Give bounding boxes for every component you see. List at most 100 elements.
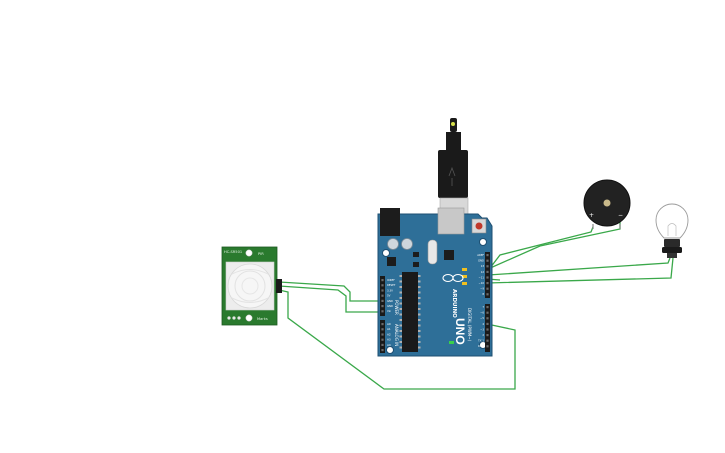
power-pin[interactable] xyxy=(381,299,384,302)
chip-pin-left xyxy=(399,341,402,343)
reset-button-icon xyxy=(475,222,483,230)
analog-pin[interactable] xyxy=(381,343,384,346)
chip-pin-left xyxy=(399,346,402,349)
arduino-brand-text: ARDUINO xyxy=(451,289,457,318)
analog-pin[interactable] xyxy=(381,333,384,336)
wire-bulb-b[interactable] xyxy=(486,257,674,284)
analog-pin-label: A1 xyxy=(387,327,391,331)
power-pin[interactable] xyxy=(381,294,384,297)
digital-pin[interactable] xyxy=(486,339,489,342)
power-pin-label: GND xyxy=(387,299,393,303)
analog-header xyxy=(380,320,385,353)
chip-pin-right xyxy=(418,319,421,321)
wires xyxy=(278,218,674,390)
analog-pin[interactable] xyxy=(381,328,384,331)
usb-port xyxy=(437,207,465,235)
analog-pin-label: A4 xyxy=(387,343,391,347)
power-pin[interactable] xyxy=(381,305,384,308)
digital-pin-label: TX 1 xyxy=(478,339,484,343)
cable-tip-icon xyxy=(451,122,455,126)
digital-header-lower xyxy=(485,304,490,352)
mount-hole xyxy=(479,238,487,246)
digital-pin[interactable] xyxy=(486,287,489,290)
voltage-regulator xyxy=(387,257,396,266)
digital-header-label: DIGITAL (PWM~) xyxy=(467,308,472,342)
chip-pin-left xyxy=(399,297,402,299)
mount-hole xyxy=(386,346,394,354)
digital-pin[interactable] xyxy=(486,322,489,325)
piezo-buzzer[interactable]: + − xyxy=(583,179,631,229)
wire-pir-vcc[interactable] xyxy=(278,281,378,302)
power-pin-label: Vin xyxy=(387,309,391,313)
pir-sensor[interactable]: HC-SR501 PIR Marks xyxy=(221,246,282,326)
chip-pin-left xyxy=(399,275,402,277)
led-tx xyxy=(462,275,467,278)
arduino-uno-board[interactable]: ARDUINO UNO POWER IOREFRESET3.3V5VGNDGND… xyxy=(377,207,493,357)
digital-pin[interactable] xyxy=(486,293,489,296)
wire-bulb-a[interactable] xyxy=(487,257,671,276)
wire-buzzer-minus[interactable] xyxy=(487,218,621,270)
digital-pin-label: GND xyxy=(478,259,484,263)
power-pin-label: 5V xyxy=(387,294,391,298)
chip-pin-left xyxy=(399,280,402,283)
digital-pin[interactable] xyxy=(486,345,489,348)
pir-potentiometer-icon xyxy=(245,314,253,322)
led-l xyxy=(462,268,467,271)
wire-pir-out[interactable] xyxy=(278,285,378,313)
pir-label-top-right: PIR xyxy=(258,252,264,256)
digital-pin-label: ~11 xyxy=(479,275,485,279)
light-bulb[interactable] xyxy=(655,203,689,258)
chip-pin-right xyxy=(418,330,421,332)
analog-header-label: ANALOG IN xyxy=(394,324,399,346)
digital-pin-label: RX 0 xyxy=(478,344,484,348)
usb-plug-housing xyxy=(438,150,468,198)
wire-buzzer-plus[interactable] xyxy=(486,226,594,273)
analog-pin[interactable] xyxy=(381,338,384,341)
analog-pin-label: A5 xyxy=(387,348,391,352)
analog-pin[interactable] xyxy=(381,349,384,352)
digital-pin[interactable] xyxy=(486,270,489,273)
analog-pin-label: A2 xyxy=(387,332,391,336)
chip-pin-right xyxy=(418,280,421,283)
buzzer-plus-label: + xyxy=(589,212,594,219)
chip-pin-left xyxy=(399,324,402,327)
chip-pin-right xyxy=(418,291,421,294)
chip-pin-right xyxy=(418,297,421,299)
atmega-chip xyxy=(402,272,418,352)
pir-label-top-left: HC-SR501 xyxy=(224,250,242,254)
digital-pin[interactable] xyxy=(486,265,489,268)
bulb-base xyxy=(664,239,680,247)
digital-pin[interactable] xyxy=(486,276,489,279)
power-pin-label: GND xyxy=(387,304,393,308)
digital-pin[interactable] xyxy=(486,311,489,314)
chip-pin-left xyxy=(399,319,402,321)
pir-label-bottom-right: Marks xyxy=(257,317,268,321)
bulb-glass-icon xyxy=(655,203,689,239)
power-pin-label: IOREF xyxy=(387,278,395,282)
chip-pin-left xyxy=(399,302,402,305)
digital-pin[interactable] xyxy=(486,259,489,262)
analog-pin[interactable] xyxy=(381,323,384,326)
chip-pin-right xyxy=(418,286,421,288)
power-pin[interactable] xyxy=(381,284,384,287)
power-pin[interactable] xyxy=(381,279,384,282)
digital-pin-label: ~6 xyxy=(480,311,484,315)
digital-pin-label: ~5 xyxy=(480,316,484,320)
usb-chip xyxy=(444,250,454,260)
dc-power-jack xyxy=(380,208,400,236)
digital-pin[interactable] xyxy=(486,328,489,331)
chip-pin-left xyxy=(399,330,402,332)
digital-pin[interactable] xyxy=(486,306,489,309)
digital-pin[interactable] xyxy=(486,254,489,257)
digital-pin[interactable] xyxy=(486,317,489,320)
digital-pin-label: ~9 xyxy=(480,287,484,291)
wire-pir-gnd[interactable] xyxy=(278,289,516,390)
chip-pin-right xyxy=(418,335,421,338)
digital-pin[interactable] xyxy=(486,334,489,337)
power-pin[interactable] xyxy=(381,289,384,292)
chip-pin-right xyxy=(418,341,421,343)
power-pin[interactable] xyxy=(381,310,384,313)
crystal-oscillator xyxy=(427,239,438,265)
digital-pin[interactable] xyxy=(486,282,489,285)
